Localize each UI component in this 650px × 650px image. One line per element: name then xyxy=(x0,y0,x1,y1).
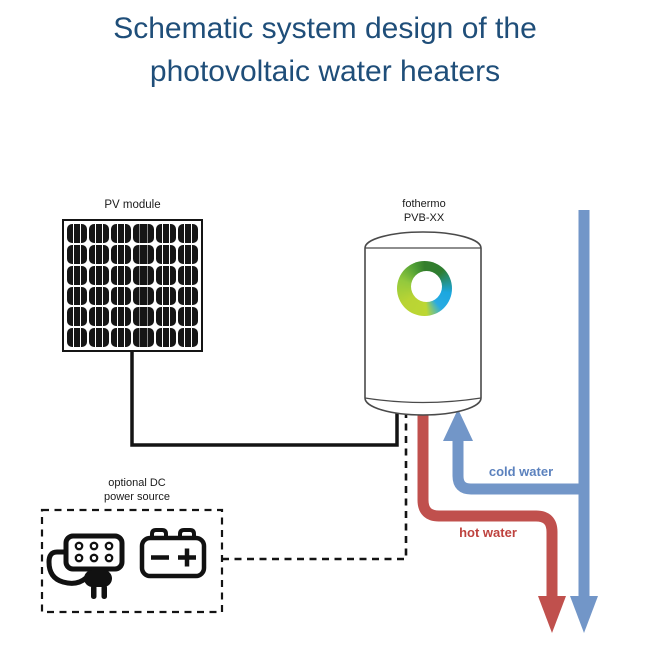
pv-cell xyxy=(89,244,110,264)
pv-cell xyxy=(155,265,176,285)
heater-label: fothermo PVB-XX xyxy=(369,198,479,225)
hot-water-label: hot water xyxy=(459,525,517,540)
pv-cell xyxy=(89,307,110,327)
pv-cell xyxy=(133,286,154,306)
pv-cell xyxy=(89,328,110,347)
cold-water-down-arrow-icon xyxy=(570,596,598,633)
pv-cell xyxy=(155,328,176,347)
pv-cell xyxy=(177,244,198,264)
pv-cell xyxy=(67,224,88,243)
pv-cell xyxy=(67,265,88,285)
pv-cell xyxy=(155,244,176,264)
pv-cell xyxy=(155,286,176,306)
pv-cell xyxy=(133,307,154,327)
pv-cell xyxy=(89,265,110,285)
pv-cell xyxy=(177,307,198,327)
hot-water-pipe xyxy=(417,411,558,598)
pv-module-label: PV module xyxy=(104,199,161,211)
dc-source-label-line-2: power source xyxy=(103,490,171,503)
fothermo-logo-hole xyxy=(411,271,442,302)
pv-cell xyxy=(111,265,132,285)
cold-water-up-arrow-icon xyxy=(443,409,473,441)
hot-water-down-arrow-icon xyxy=(538,596,566,633)
tank-body xyxy=(364,231,482,416)
pv-cell xyxy=(177,286,198,306)
pv-cell xyxy=(111,286,132,306)
pv-cell xyxy=(177,265,198,285)
pv-cell xyxy=(67,244,88,264)
heater-model: PVB-XX xyxy=(403,211,445,224)
dc-source-box xyxy=(40,508,224,614)
cold-water-pipe-branch xyxy=(452,438,589,495)
dc-to-heater-dashed-wire xyxy=(222,412,408,561)
pv-cell xyxy=(111,244,132,264)
pv-cell xyxy=(89,286,110,306)
pv-cell xyxy=(133,265,154,285)
water-heater-tank xyxy=(364,231,482,416)
pv-cell xyxy=(67,328,88,347)
pv-to-heater-wire xyxy=(130,350,399,447)
fothermo-logo xyxy=(397,261,452,316)
pv-cell xyxy=(133,328,154,347)
page-title: Schematic system design of the photovolt… xyxy=(0,7,650,93)
pv-cell xyxy=(155,307,176,327)
battery-icon xyxy=(139,528,207,579)
pv-cell xyxy=(177,224,198,243)
title-line-1: Schematic system design of the xyxy=(113,12,537,45)
title-line-2: photovoltaic water heaters xyxy=(149,55,501,88)
pv-cell xyxy=(111,307,132,327)
heater-brand: fothermo xyxy=(402,198,446,210)
pv-cell xyxy=(133,244,154,264)
pv-cell xyxy=(67,286,88,306)
power-strip-icon xyxy=(46,533,125,599)
pv-cell xyxy=(177,328,198,347)
pv-module-grid xyxy=(62,219,203,352)
pv-cell xyxy=(155,224,176,243)
pv-cell xyxy=(111,328,132,347)
pv-cell xyxy=(67,307,88,327)
dc-source-label: optional DC power source xyxy=(72,477,202,504)
dc-source-label-line-1: optional DC xyxy=(108,477,166,489)
pv-cell xyxy=(89,224,110,243)
tank-bottom-seam xyxy=(364,397,482,404)
pv-cell xyxy=(133,224,154,243)
cold-water-label: cold water xyxy=(488,464,554,479)
pv-cell xyxy=(111,224,132,243)
